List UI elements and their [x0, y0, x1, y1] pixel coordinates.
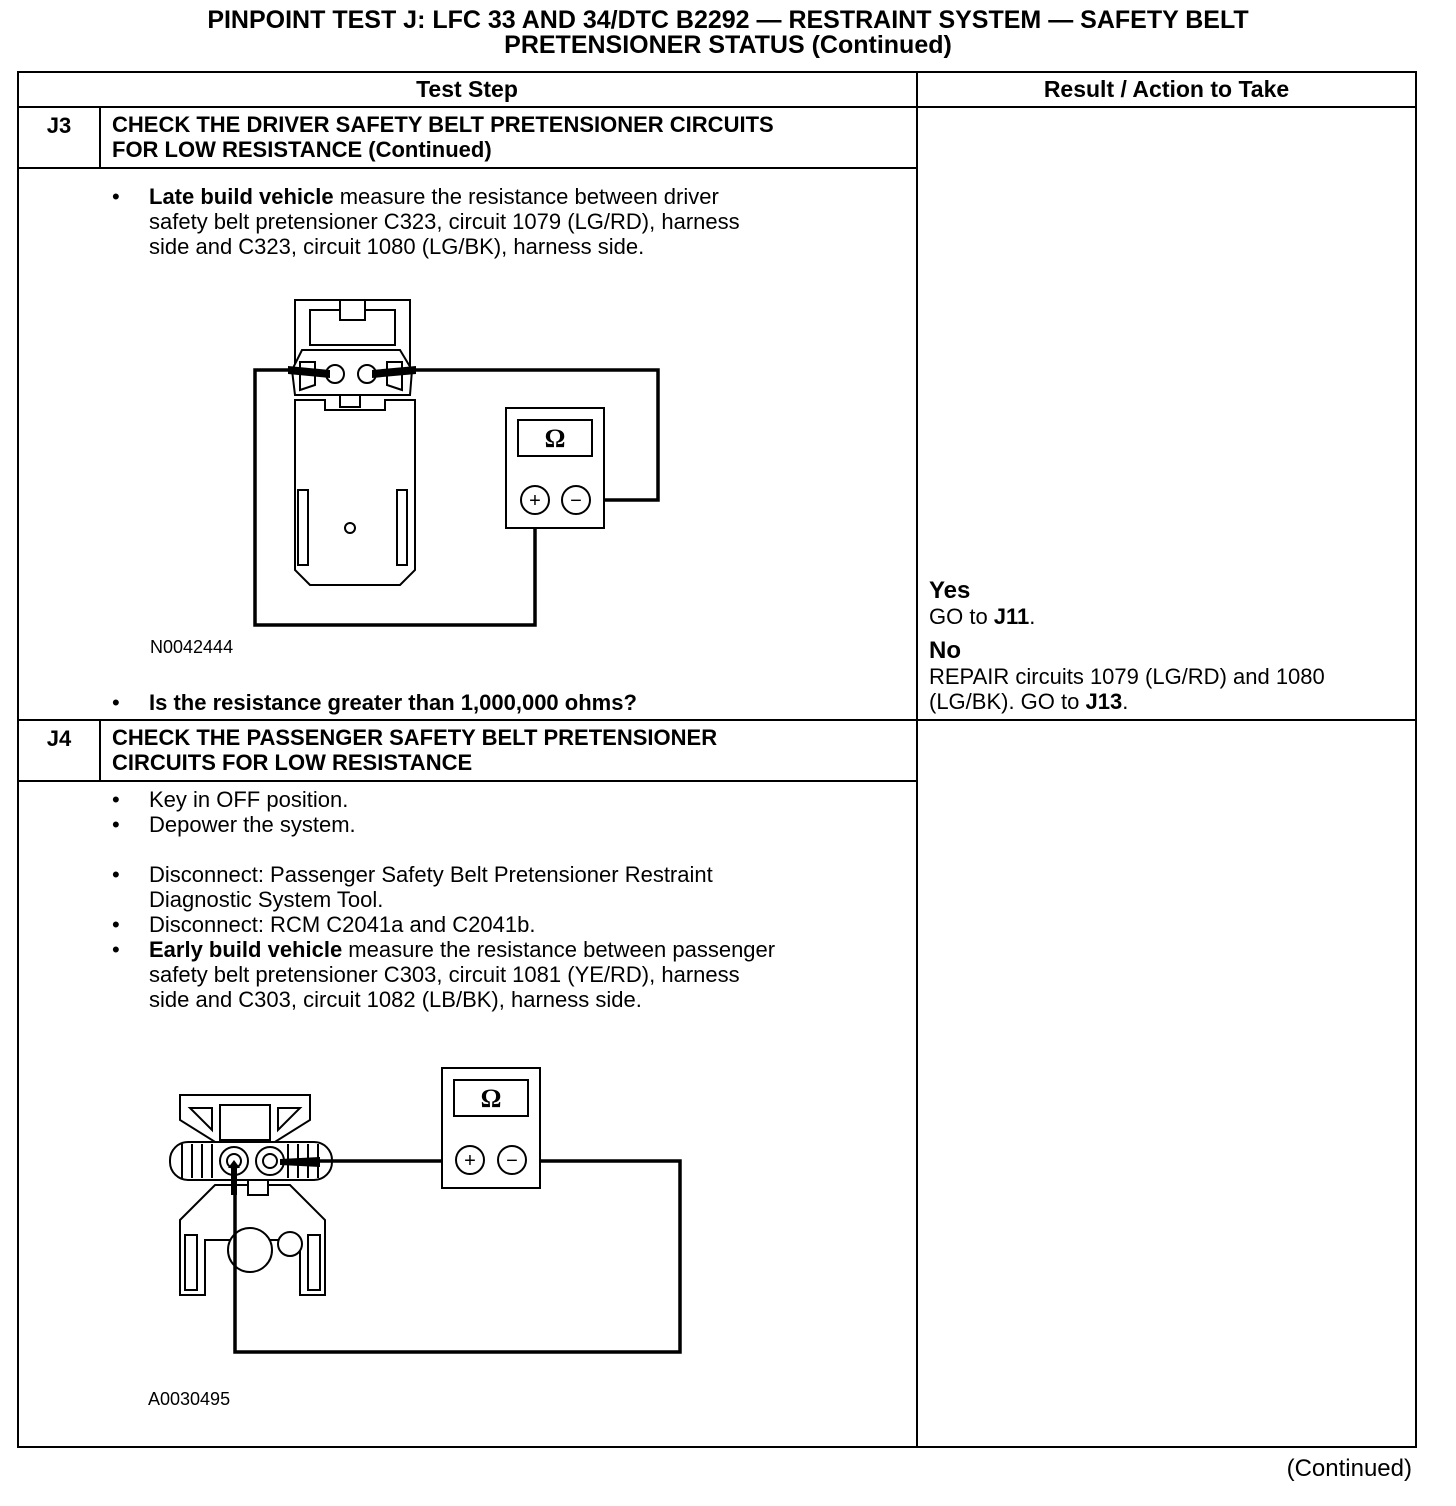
j3-connector-ohmmeter-diagram: Ω + − [253, 299, 660, 627]
j3-yes-ref: J11 [993, 604, 1030, 629]
wire-negative [233, 1159, 682, 1354]
ohm-symbol: Ω [481, 1084, 502, 1113]
j4-connector-ohmmeter-diagram: Ω + − [169, 1067, 682, 1354]
wire-positive [253, 368, 537, 627]
ohm-symbol: Ω [545, 424, 566, 453]
column-header-test-step: Test Step [416, 76, 518, 102]
j3-yes-action: GO to J11. [929, 604, 1409, 629]
page-title-line2: PRETENSIONER STATUS (Continued) [504, 31, 952, 59]
j4-bullet3-line2: Diagnostic System Tool. [149, 887, 384, 912]
plus-terminal-icon: + [464, 1150, 476, 1172]
j3-question: Is the resistance greater than 1,000,000… [149, 690, 637, 715]
j3-instruction-list: Late build vehicle measure the resistanc… [112, 184, 907, 259]
driver-pretensioner-connector [290, 299, 416, 586]
probe-left-icon [228, 1160, 240, 1195]
list-item: Disconnect: Passenger Safety Belt Preten… [112, 862, 907, 912]
j3-no-text: (LG/BK). GO to [929, 689, 1086, 714]
j3-no-end: . [1122, 689, 1129, 714]
ohmmeter: Ω + − [441, 1067, 541, 1189]
probe-right-icon [280, 1157, 320, 1167]
column-header-result: Result / Action to Take [1043, 76, 1290, 102]
j3-yes-label: Yes [929, 577, 971, 604]
list-item: Depower the system. [112, 812, 907, 837]
j3-bullet1-bold: Late build vehicle [149, 184, 334, 209]
j3-no-ref: J13 [1085, 689, 1123, 714]
j4-bullet5-line3: side and C303, circuit 1082 (LB/BK), har… [149, 987, 642, 1012]
wire-negative [416, 368, 660, 502]
j3-bullet1-line2: safety belt pretensioner C323, circuit 1… [149, 209, 740, 234]
j4-bullet5-line2: safety belt pretensioner C303, circuit 1… [149, 962, 740, 987]
header-rule [17, 106, 1417, 108]
j3-id-divider [99, 106, 101, 168]
j3-yes-text: GO to [929, 604, 994, 629]
j3-no-action-line1: REPAIR circuits 1079 (LG/RD) and 1080 [929, 664, 1325, 689]
j4-figure-id: A0030495 [148, 1389, 231, 1409]
minus-terminal-icon: − [506, 1150, 518, 1172]
j4-bullet3-line1: Disconnect: Passenger Safety Belt Preten… [149, 862, 713, 887]
j3-bullet1-line1: measure the resistance between driver [333, 184, 719, 209]
probe-left-icon [288, 366, 330, 378]
step-title-j4-line1: CHECK THE PASSENGER SAFETY BELT PRETENSI… [112, 725, 718, 750]
j3-no-label: No [929, 637, 961, 664]
j3-title-rule [17, 167, 917, 169]
step-id-j4: J4 [46, 726, 72, 751]
list-item: Is the resistance greater than 1,000,000… [112, 690, 907, 715]
probe-right-icon [372, 366, 416, 378]
column-divider [916, 71, 918, 1448]
j3-bullet1-line3: side and C323, circuit 1080 (LG/BK), har… [149, 234, 645, 259]
step-title-j3-line2: FOR LOW RESISTANCE (Continued) [112, 137, 492, 162]
ohmmeter: Ω + − [505, 407, 605, 529]
step-title-j3-line1: CHECK THE DRIVER SAFETY BELT PRETENSIONE… [112, 112, 774, 137]
step-title-j4-line2: CIRCUITS FOR LOW RESISTANCE [112, 750, 473, 775]
passenger-pretensioner-connector [169, 1094, 333, 1296]
pinpoint-test-table [17, 71, 1417, 1448]
plus-terminal-icon: + [529, 490, 541, 512]
step-title-j3: CHECK THE DRIVER SAFETY BELT PRETENSIONE… [112, 112, 912, 162]
list-item: Early build vehicle measure the resistan… [112, 937, 907, 1012]
list-item: Disconnect: RCM C2041a and C2041b. [112, 912, 907, 937]
j3-no-action-line2: (LG/BK). GO to J13. [929, 689, 1409, 714]
j3-question-list: Is the resistance greater than 1,000,000… [112, 690, 907, 715]
j4-id-divider [99, 719, 101, 781]
minus-terminal-icon: − [570, 490, 582, 512]
step-title-j4: CHECK THE PASSENGER SAFETY BELT PRETENSI… [112, 725, 912, 775]
list-item: Key in OFF position. [112, 787, 907, 812]
list-item: Late build vehicle measure the resistanc… [112, 184, 907, 259]
j4-instruction-list: Key in OFF position. Depower the system.… [112, 787, 907, 1012]
j3-yes-end: . [1029, 604, 1036, 629]
j4-bullet5-bold: Early build vehicle [149, 937, 343, 962]
page-title-line1: PINPOINT TEST J: LFC 33 AND 34/DTC B2292… [207, 6, 1249, 34]
page-title: PINPOINT TEST J: LFC 33 AND 34/DTC B2292… [0, 8, 1456, 58]
j3-j4-rule [17, 719, 1417, 721]
step-id-j3: J3 [46, 113, 72, 138]
continued-note: (Continued) [1286, 1455, 1412, 1482]
j4-title-rule [17, 780, 917, 782]
j3-figure-id: N0042444 [150, 637, 234, 657]
j3-result: Yes GO to J11. No REPAIR circuits 1079 (… [929, 577, 1409, 714]
j4-bullet5-line1: measure the resistance between passenger [342, 937, 776, 962]
